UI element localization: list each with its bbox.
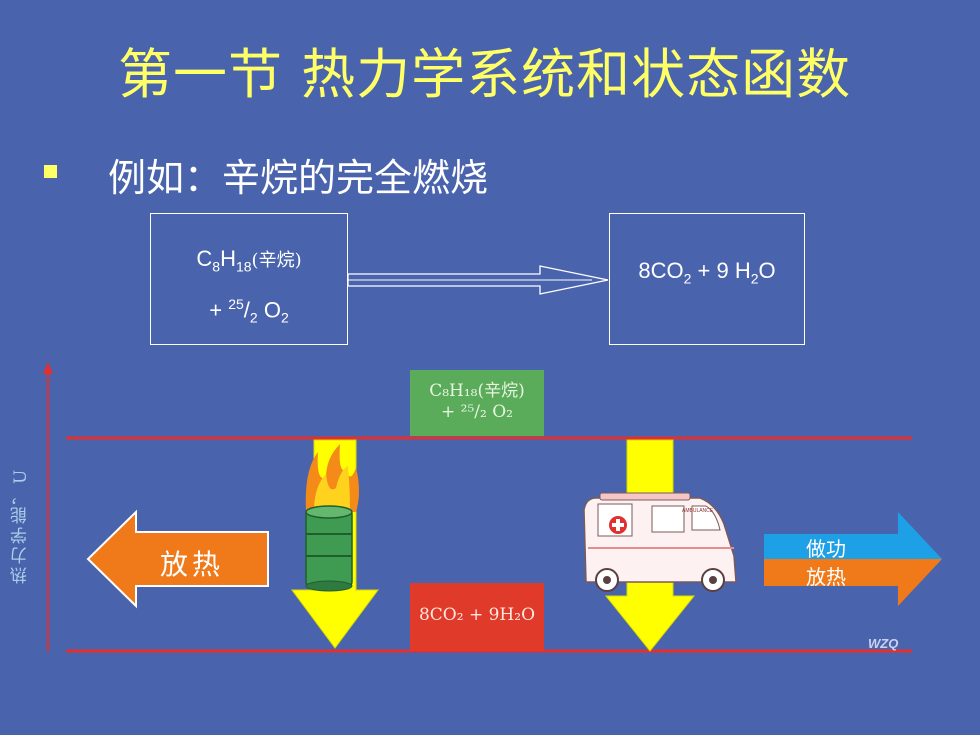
reactant-state-line2: + ²⁵/₂ O₂ — [441, 402, 513, 422]
o2-den: 2 — [249, 309, 258, 326]
right-heat-arrow — [764, 559, 942, 606]
product-o: O — [758, 258, 776, 283]
ambulance-icon: AMBULANCE — [583, 492, 737, 592]
product-co2: 8CO — [638, 258, 684, 283]
oxygen-formula: + 25/2 O2 — [151, 296, 347, 326]
o2-prefix: + — [209, 297, 229, 323]
energy-axis — [43, 362, 53, 652]
burning-barrel-icon — [305, 444, 359, 592]
page-title: 第一节 热力学系统和状态函数 — [118, 43, 852, 106]
left-heat-arrow — [86, 509, 269, 609]
watermark: WZQ — [868, 636, 899, 651]
reactant-state-box: C₈H₁₈(辛烷) + ²⁵/₂ O₂ — [410, 370, 544, 436]
bullet-marker — [44, 165, 57, 178]
product-box: 8CO2 + 9 H2O — [609, 213, 805, 345]
right-work-arrow — [764, 512, 942, 559]
product-state-label: 8CO₂ + 9H₂O — [418, 605, 536, 625]
o2-num: 25 — [228, 296, 244, 312]
product-plus: + 9 H — [691, 258, 751, 283]
reactant-c: C — [196, 246, 213, 271]
right-output-arrow — [764, 512, 942, 606]
product-co2-sub: 2 — [683, 270, 692, 287]
heat-label: 放热 — [806, 565, 846, 589]
reactant-h: H — [220, 246, 236, 271]
product-formula: 8CO2 + 9 H2O — [610, 258, 804, 286]
o2-slash: / — [243, 297, 250, 323]
product-h2-sub: 2 — [750, 270, 759, 287]
o2-o: O — [257, 297, 281, 323]
work-label: 做功 — [806, 537, 846, 561]
reactant-formula: C8H18(辛烷) — [151, 246, 347, 274]
o2-sub: 2 — [280, 309, 289, 326]
bullet-text: 例如：辛烷的完全燃烧 — [108, 156, 489, 200]
reactant-name: (辛烷) — [251, 250, 302, 271]
ambulance-label: AMBULANCE — [682, 508, 714, 514]
reactant-state-line1: C₈H₁₈(辛烷) — [429, 381, 525, 401]
product-state-box: 8CO₂ + 9H₂O — [410, 583, 544, 651]
reactant-box: C8H18(辛烷) + 25/2 O2 — [150, 213, 348, 345]
energy-axis-label: 热力学能，U — [11, 466, 31, 584]
reaction-arrow — [347, 265, 609, 295]
left-arrow-label: 放热 — [160, 548, 225, 581]
reactant-c-sub: 8 — [212, 258, 221, 275]
reactant-h-sub: 18 — [235, 258, 252, 275]
